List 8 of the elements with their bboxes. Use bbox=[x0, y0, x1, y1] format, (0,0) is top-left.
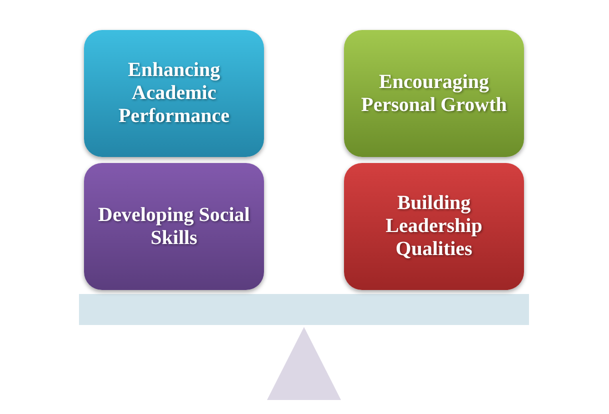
box-label: Encouraging Personal Growth bbox=[360, 70, 508, 116]
box-label: Enhancing Academic Performance bbox=[117, 59, 231, 128]
rounded-box bbox=[84, 163, 264, 290]
rounded-box bbox=[84, 30, 264, 157]
box-label: Developing Social Skills bbox=[97, 204, 251, 250]
rounded-box bbox=[344, 163, 524, 290]
rounded-box bbox=[344, 30, 524, 157]
box-label: Building Leadership Qualities bbox=[384, 192, 484, 261]
